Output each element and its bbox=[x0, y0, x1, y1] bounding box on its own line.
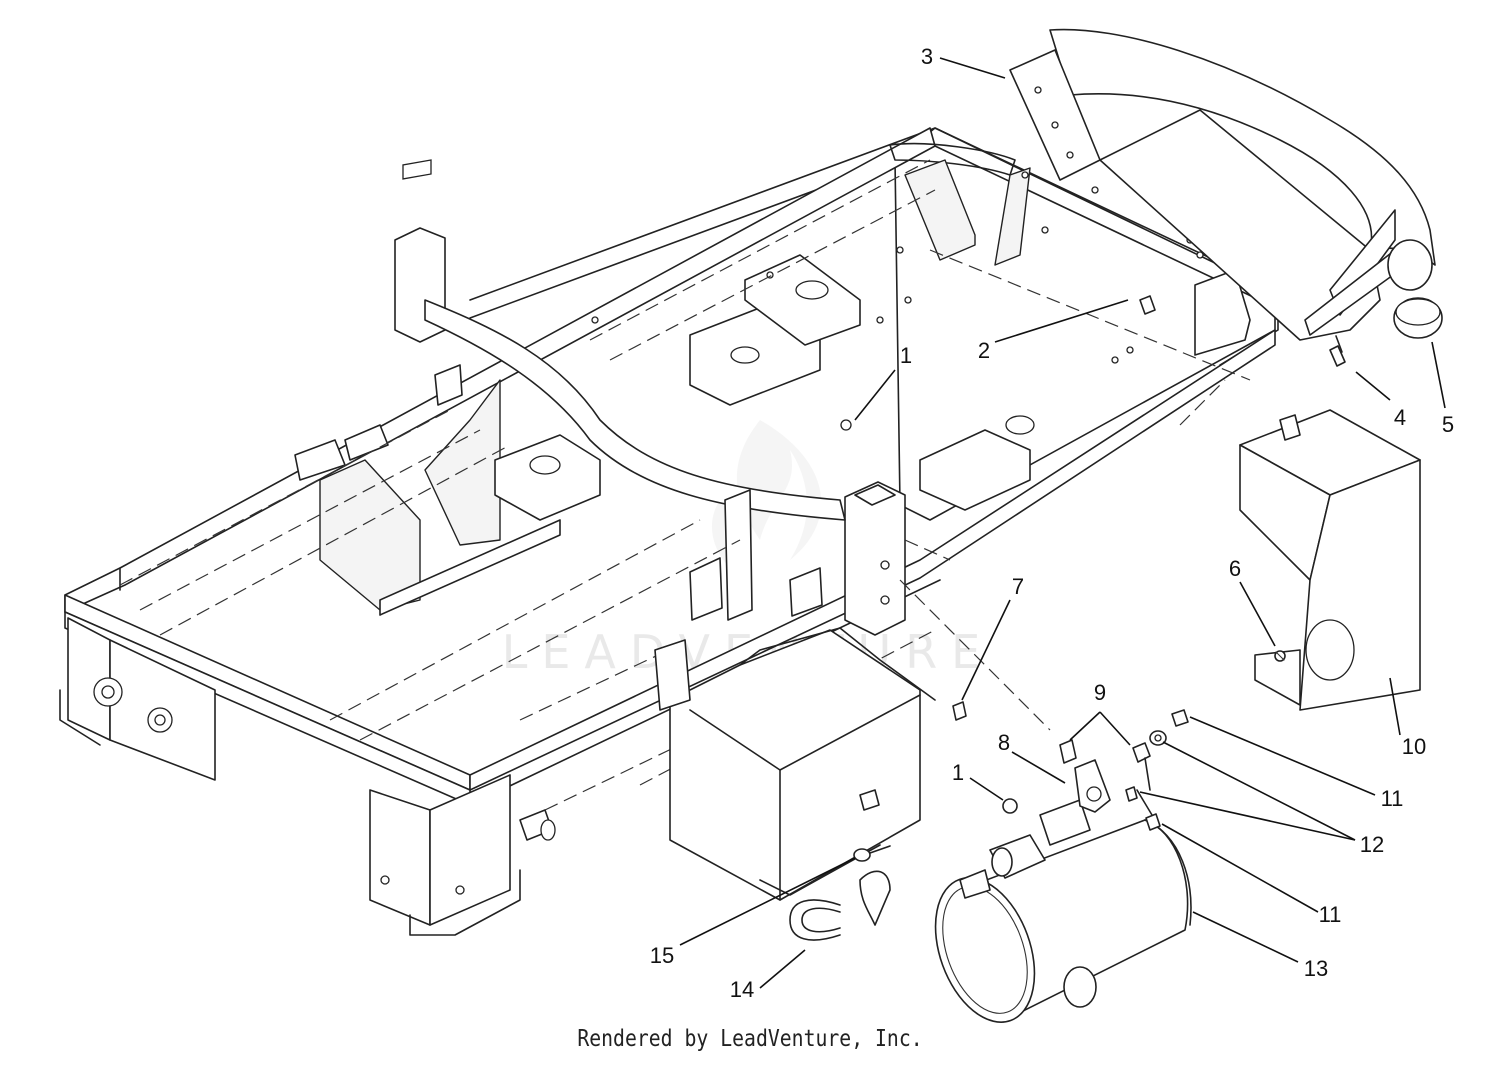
callout-12: 12 bbox=[1360, 832, 1384, 857]
u-clamp bbox=[789, 870, 891, 941]
callout-8: 8 bbox=[998, 730, 1010, 755]
callout-11-lower: 11 bbox=[1319, 902, 1342, 927]
alignment-lines bbox=[119, 159, 1251, 811]
callout-13: 13 bbox=[1304, 956, 1328, 981]
callout-14: 14 bbox=[730, 977, 754, 1002]
shroud-bolt bbox=[853, 845, 891, 862]
center-shroud bbox=[654, 627, 936, 901]
callout-15: 15 bbox=[650, 943, 674, 968]
callout-5: 5 bbox=[1442, 412, 1454, 437]
callout-7: 7 bbox=[1012, 574, 1024, 599]
callout-1-lower: 1 bbox=[952, 760, 964, 785]
footer-credit: Rendered by LeadVenture, Inc. bbox=[577, 1026, 923, 1052]
callout-10: 10 bbox=[1402, 734, 1426, 759]
callouts: 1 2 3 4 5 6 7 8 9 10 11 12 1 11 13 14 15 bbox=[650, 44, 1454, 1002]
muffler bbox=[934, 799, 1192, 1023]
bumper-bolt bbox=[1329, 335, 1346, 367]
main-frame bbox=[59, 127, 1279, 936]
heat-shield bbox=[1239, 409, 1421, 711]
end-cap bbox=[1393, 297, 1443, 339]
hardware bbox=[840, 295, 1189, 831]
callout-2: 2 bbox=[978, 338, 990, 363]
callout-9: 9 bbox=[1094, 680, 1106, 705]
leader-lines bbox=[679, 57, 1446, 989]
callout-6: 6 bbox=[1229, 556, 1241, 581]
callout-11-upper: 11 bbox=[1381, 786, 1404, 811]
rear-bumper bbox=[1009, 28, 1436, 341]
muffler-bracket bbox=[1059, 739, 1111, 813]
callout-3: 3 bbox=[921, 44, 933, 69]
shield-screw bbox=[1274, 650, 1286, 662]
callout-1-upper: 1 bbox=[900, 343, 912, 368]
callout-4: 4 bbox=[1394, 405, 1406, 430]
